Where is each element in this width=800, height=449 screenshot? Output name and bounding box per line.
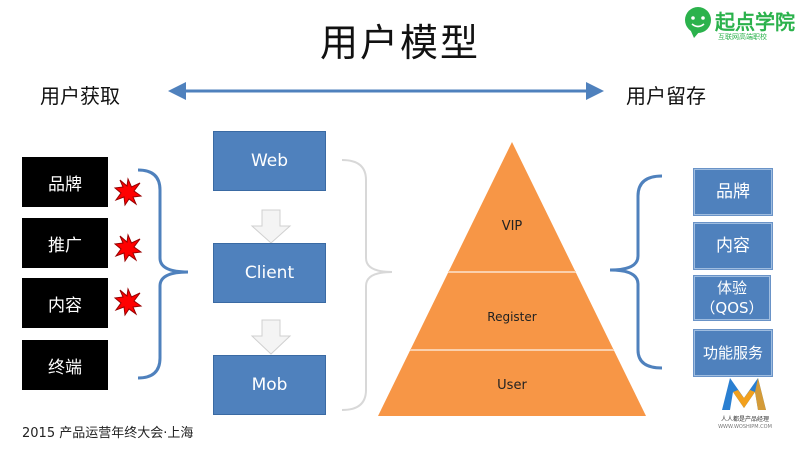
middle-brace (341, 159, 393, 411)
label-user-acquisition: 用户获取 (40, 84, 120, 108)
right-brace (609, 174, 663, 370)
woshipm-logo-text: 人人都是产品经理 (720, 416, 769, 423)
user-pyramid (378, 142, 646, 416)
channel-box-client: Client (213, 243, 326, 303)
retention-item: 体验（QOS） (693, 275, 771, 321)
pyramid-level-register: Register (487, 310, 537, 324)
retention-item: 内容 (693, 222, 773, 270)
acquisition-item: 内容 (22, 278, 108, 328)
woshipm-logo-url: WWW.WOSHIPM.COM (718, 424, 772, 430)
footer-event-label: 2015 产品运营年终大会·上海 (22, 426, 194, 441)
burst-icon (113, 233, 143, 263)
left-brace (137, 168, 189, 380)
burst-icon (113, 287, 143, 317)
down-arrow-icon (250, 319, 292, 355)
brand-subtitle: 互联网高端职校 (718, 33, 767, 41)
acquisition-item: 品牌 (22, 157, 108, 207)
brand-logo-icon (685, 7, 711, 38)
pyramid-level-user: User (497, 378, 527, 393)
acquisition-item: 推广 (22, 218, 108, 268)
brand-name: 起点学院 (715, 10, 795, 34)
page-title: 用户模型 (319, 21, 480, 65)
channel-box-mob: Mob (213, 355, 326, 415)
acquisition-item: 终端 (22, 340, 108, 390)
down-arrow-icon (250, 209, 292, 244)
woshipm-logo-icon (722, 378, 766, 410)
channel-box-web: Web (213, 131, 326, 191)
pyramid-level-vip: VIP (501, 219, 523, 234)
retention-item: 功能服务 (693, 329, 773, 377)
retention-item: 品牌 (693, 168, 773, 216)
burst-icon (113, 177, 143, 207)
label-user-retention: 用户留存 (626, 84, 706, 108)
acquisition-retention-arrow (168, 82, 604, 100)
